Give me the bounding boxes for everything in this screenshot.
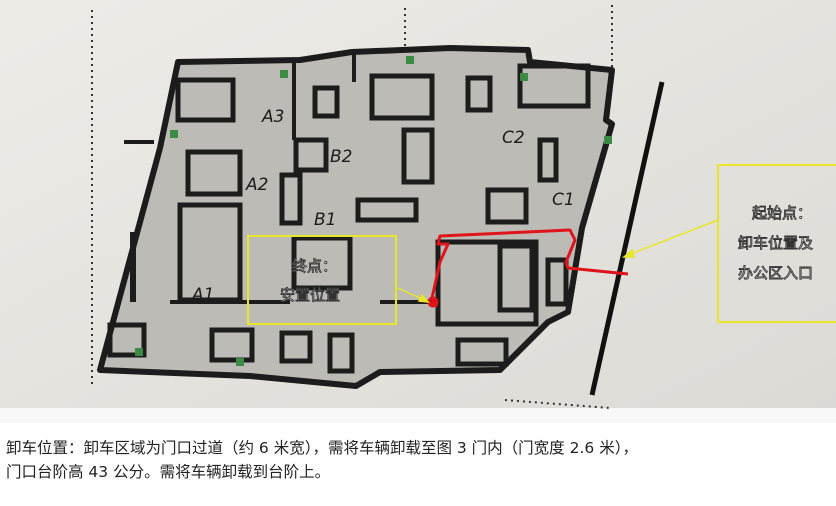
- floor-plan-svg: A1 A2 A3 B1 B2 C1 C2 终点： 安置位置 起始点： 卸车位置及…: [0, 0, 836, 423]
- zone-label-b1: B1: [314, 210, 336, 230]
- paper-edge: [0, 408, 836, 423]
- wall-blocks: [124, 52, 440, 304]
- zone-label-b2: B2: [330, 147, 352, 167]
- dotted-boundaries: [91, 5, 613, 409]
- start-callout-line2: 卸车位置及: [738, 234, 814, 252]
- zone-label-c2: C2: [502, 128, 525, 148]
- route-end-marker: [427, 296, 439, 308]
- zone-label-a2: A2: [245, 175, 268, 195]
- entrance-line: [589, 81, 665, 396]
- start-callout: 起始点： 卸车位置及 办公区入口: [717, 164, 836, 323]
- floor-plan-photo: A1 A2 A3 B1 B2 C1 C2 终点： 安置位置 起始点： 卸车位置及…: [0, 0, 836, 423]
- start-callout-title: 起始点：: [751, 204, 812, 222]
- zone-label-a3: A3: [261, 107, 284, 127]
- end-callout-title: 终点：: [292, 257, 337, 275]
- zone-labels: A1 A2 A3 B1 B2 C1 C2: [191, 107, 575, 305]
- start-callout-line3: 办公区入口: [738, 264, 813, 282]
- callout-arrows: [397, 219, 719, 303]
- end-callout-text: 安置位置: [280, 286, 340, 304]
- exit-markers: [135, 56, 612, 366]
- rooms: [107, 63, 591, 374]
- zone-label-c1: C1: [552, 190, 575, 210]
- caption-line-1: 卸车位置：卸车区域为门口过道（约 6 米宽），需将车辆卸载至图 3 门内（门宽度…: [6, 439, 638, 457]
- zone-label-a1: A1: [191, 285, 214, 305]
- end-callout: 终点： 安置位置: [247, 235, 397, 325]
- caption-line-2: 门口台阶高 43 公分。需将车辆卸载到台阶上。: [6, 463, 331, 481]
- caption: 卸车位置：卸车区域为门口过道（约 6 米宽），需将车辆卸载至图 3 门内（门宽度…: [6, 436, 834, 484]
